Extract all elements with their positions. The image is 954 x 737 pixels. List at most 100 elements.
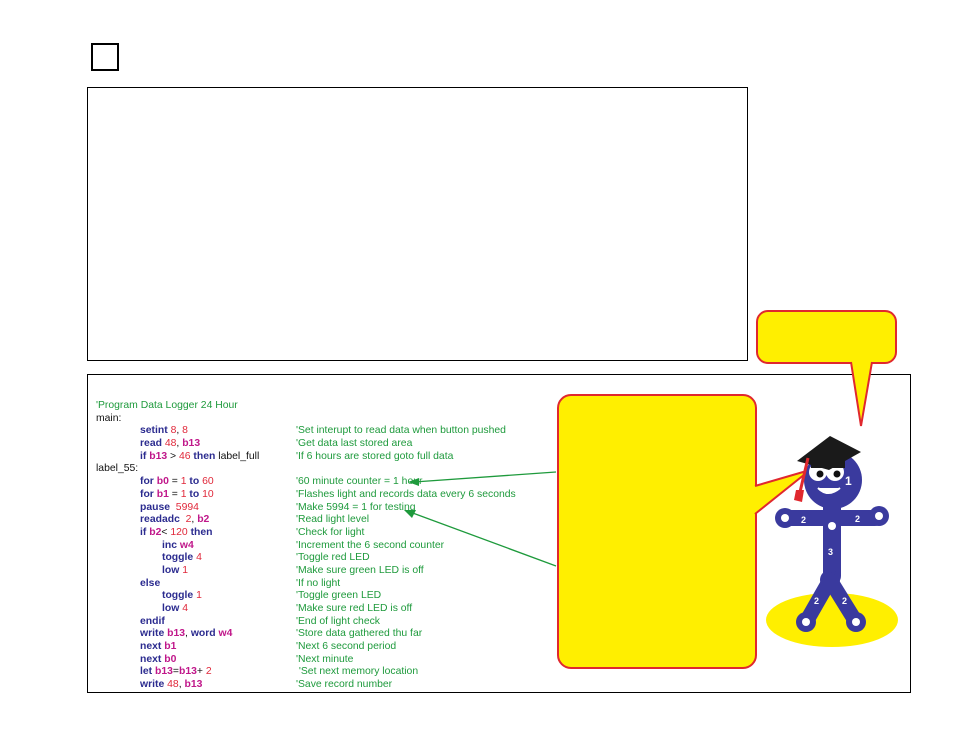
code-token: 4 — [182, 603, 188, 614]
code-token: endif — [140, 615, 165, 627]
code-comment-column: 'If no light — [296, 578, 340, 591]
pointer-arrows — [404, 471, 557, 567]
code-token: b13 — [155, 666, 173, 678]
mascot-left-pupil — [816, 470, 824, 478]
code-comment-column: 'Next 6 second period — [296, 641, 396, 654]
code-token: b13 — [149, 450, 168, 462]
code-token: then — [190, 450, 219, 462]
mascot-body — [823, 495, 841, 585]
mascot-right-leg-number: 2 — [842, 596, 847, 606]
code-comment: 'If 6 hours are stored goto full data — [296, 450, 454, 462]
mascot-chest-snap — [828, 522, 836, 530]
code-token: main: — [96, 412, 122, 424]
code-statement: if b2< 120 then — [140, 527, 213, 540]
code-token: low — [162, 564, 183, 576]
code-statement: write 48, b13 — [140, 679, 202, 692]
code-statement: read 48, b13 — [140, 438, 200, 451]
code-token: 48 — [167, 679, 179, 691]
mascot-left-arm-number: 2 — [801, 515, 806, 525]
arrow-head-counter — [408, 478, 419, 486]
code-comment: 'Get data last stored area — [296, 438, 413, 450]
code-token: toggle — [162, 590, 197, 602]
code-token: 1 — [180, 488, 187, 500]
code-statement: write b13, word w4 — [140, 628, 232, 641]
code-statement: for b0 = 1 to 60 — [140, 476, 214, 489]
code-comment-column: 'Make 5994 = 1 for testing — [296, 502, 416, 515]
code-token: b13 — [167, 628, 186, 640]
mascot-left-leg-number: 2 — [814, 596, 819, 606]
code-token: 4 — [196, 552, 202, 564]
code-token: < — [161, 526, 171, 538]
code-comment: 'End of light check — [296, 615, 381, 627]
code-token: then — [187, 526, 213, 538]
code-statement: label_55: — [96, 463, 138, 476]
code-token: if — [140, 450, 150, 462]
mascot-right-hand-snap — [875, 512, 883, 520]
code-statement: endif — [140, 616, 165, 629]
mascot-right-arm-number: 2 — [855, 514, 860, 524]
code-comment-column: 'Make sure green LED is off — [296, 565, 424, 578]
mascot-shadow — [766, 593, 898, 647]
checkbox[interactable] — [91, 43, 119, 71]
code-statement: inc w4 — [162, 540, 194, 553]
code-statement: next b0 — [140, 654, 176, 667]
code-comment: 'Flashes light and records data every 6 … — [296, 488, 516, 500]
code-comment: 'Program Data Logger 24 Hour — [96, 400, 238, 411]
mascot-body-number: 3 — [828, 547, 833, 557]
mascot-badge-number: 1 — [845, 474, 852, 488]
code-token: , — [191, 514, 198, 526]
code-comment: 'Toggle green LED — [296, 590, 382, 602]
code-statement: if b13 > 46 then label_full — [140, 451, 259, 464]
graduation-tassel — [798, 457, 810, 493]
code-token: low — [162, 603, 183, 614]
code-token: let — [140, 666, 156, 678]
graduation-cap-band — [811, 460, 845, 468]
code-token: for — [140, 476, 157, 488]
code-token: , — [176, 425, 183, 437]
code-token: if — [140, 526, 150, 538]
code-token: next — [140, 641, 165, 653]
code-token: write — [140, 628, 168, 640]
code-token: 8 — [182, 425, 188, 437]
code-token: b13 — [179, 666, 197, 678]
code-token: write — [140, 679, 168, 691]
code-token: readadc — [140, 514, 183, 526]
code-comment-column: 'Set next memory location — [296, 666, 418, 679]
small-bubble-tail-outline — [850, 361, 873, 427]
code-comment-column: 'Toggle green LED — [296, 590, 381, 603]
code-token: , — [176, 438, 183, 450]
code-token: b0 — [156, 476, 169, 488]
code-token: b1 — [164, 641, 177, 653]
code-token: next — [140, 653, 165, 665]
code-comment-column: 'End of light check — [296, 616, 380, 629]
code-token: = — [168, 488, 181, 500]
mascot: 1 2 2 3 2 2 — [766, 436, 898, 647]
code-token: 60 — [202, 476, 214, 488]
code-token: = — [168, 476, 181, 488]
code-token: , — [185, 628, 191, 640]
code-token: > — [167, 450, 179, 462]
mascot-left-hand-snap — [781, 514, 789, 522]
code-comment: 'Toggle red LED — [296, 552, 370, 564]
code-statement: main: — [96, 413, 121, 426]
code-comment: 'Read light level — [296, 514, 370, 526]
code-token: 48 — [164, 438, 177, 450]
code-token: b2 — [197, 514, 210, 526]
code-statement: low 4 — [162, 603, 188, 616]
code-token: inc — [162, 539, 180, 551]
code-token: b1 — [156, 488, 169, 500]
code-token: read — [140, 438, 165, 450]
code-statement: else — [140, 578, 160, 591]
code-token: b13 — [184, 679, 203, 691]
small-speech-bubble — [756, 310, 897, 364]
code-token: for — [140, 488, 157, 500]
code-comment: 'Set interupt to read data when button p… — [296, 425, 506, 437]
code-token: b2 — [149, 526, 162, 538]
code-comment-column: 'Increment the 6 second counter — [296, 540, 444, 553]
graduation-tassel-end — [794, 490, 804, 502]
code-token: b13 — [182, 438, 201, 450]
code-token: 1 — [180, 476, 187, 488]
code-statement: setint 8, 8 — [140, 425, 188, 438]
code-comment: 'Store data gathered thu far — [296, 628, 423, 640]
